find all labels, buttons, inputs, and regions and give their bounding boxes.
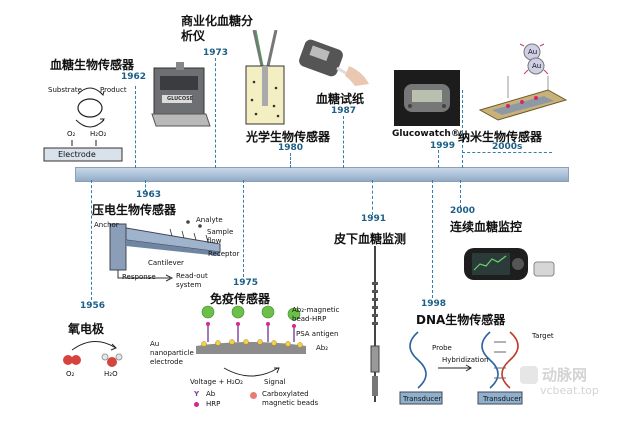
- cgm-device-image: [464, 248, 555, 280]
- immuno-legend-ab-icon: Y: [194, 390, 200, 398]
- year-1963: 1963: [136, 190, 162, 200]
- label-immuno-sensor: 免疫传感器: [210, 292, 271, 306]
- electrode-substrate-label: Substrate: [48, 86, 82, 94]
- glucowatch-image: [394, 70, 460, 126]
- glucose-meter-image: [299, 39, 369, 86]
- year-1980: 1980: [278, 143, 304, 153]
- connector-2000s: [462, 90, 463, 168]
- label-subcutaneous-glucose: 皮下血糖监测: [334, 232, 407, 246]
- label-optical-biosensor: 光学生物传感器: [246, 130, 331, 144]
- immunosensor-diagram: [196, 305, 306, 354]
- glucose-analyzer-image: [151, 62, 211, 127]
- connector-2000s-range: [462, 152, 552, 153]
- connector-1963: [145, 180, 146, 192]
- timeline-bar: [75, 167, 569, 182]
- year-1973: 1973: [203, 48, 229, 58]
- connector-1962: [135, 86, 136, 168]
- immuno-legend-hrp-label: HRP: [206, 400, 221, 408]
- connector-1973: [215, 58, 216, 168]
- dna-hybridization-label: Hybridization: [442, 356, 489, 364]
- subcutaneous-sensor-image: [370, 246, 380, 402]
- connector-2000: [460, 180, 461, 208]
- piezo-cantilever-diagram: [109, 220, 221, 282]
- dna-transducer-label-2: Transducer: [483, 395, 522, 403]
- dna-biosensor-diagram: [399, 331, 523, 405]
- electrode-label: Electrode: [58, 150, 96, 159]
- immuno-legend-hrp-icon: [194, 402, 199, 407]
- optical-biosensor-image: [245, 30, 285, 125]
- label-oxygen-electrode: 氧电极: [68, 322, 105, 336]
- year-2000: 2000: [450, 206, 476, 216]
- oxygen-h2o-label: H₂O: [104, 370, 118, 378]
- label-commercial-glucose-analyzer: 商业化血糖分析仪: [181, 14, 254, 43]
- label-glucowatch: Glucowatch®: [392, 129, 460, 139]
- immuno-psa-label: PSA antigen: [296, 330, 339, 338]
- connector-1975: [243, 180, 244, 277]
- connector-1999: [438, 150, 439, 168]
- year-1975: 1975: [233, 278, 259, 288]
- nano-au-label-1: Au: [528, 48, 538, 56]
- immuno-ab2-label: Ab₂: [316, 344, 329, 352]
- oxygen-o2-label: O₂: [66, 370, 75, 378]
- label-glucose-test-strip: 血糖试纸: [316, 92, 365, 106]
- electrode-o2-label: O₂: [67, 130, 76, 138]
- piezo-anchor-label: Anchor: [94, 221, 119, 229]
- connector-1987: [343, 116, 344, 168]
- electrode-diagram: [43, 87, 123, 162]
- immuno-legend-bead-label: Carboxylated magnetic beads: [262, 390, 319, 407]
- immuno-ab2-bead-label: Ab₂-magnetic bead-HRP: [292, 306, 340, 323]
- year-1991: 1991: [361, 214, 387, 224]
- immuno-signal-label: Signal: [264, 378, 286, 386]
- piezo-receptor-label: Receptor: [208, 250, 240, 258]
- watermark-cn: 动脉网: [542, 366, 588, 384]
- immuno-voltage-label: Voltage + H₂O₂: [190, 378, 243, 386]
- year-1962: 1962: [121, 72, 147, 82]
- dna-target-label: Target: [532, 332, 554, 340]
- year-2000s: 2000s: [492, 142, 523, 152]
- analyzer-brand-label: GLUCOSE: [167, 96, 194, 102]
- label-piezo-biosensor: 压电生物传感器: [92, 203, 177, 217]
- connector-1956: [91, 180, 92, 300]
- label-dna-biosensor: DNA生物传感器: [416, 313, 506, 327]
- oxygen-molecules-diagram: [63, 341, 123, 367]
- piezo-sample-flow-label: Sample flow: [207, 228, 234, 245]
- year-1987: 1987: [331, 106, 357, 116]
- connector-1991: [372, 180, 373, 215]
- nano-au-label-2: Au: [532, 62, 542, 70]
- piezo-readout-label: Read-out system: [176, 272, 208, 289]
- watermark-logo: [520, 366, 538, 384]
- immuno-legend-bead-icon: [250, 392, 257, 399]
- immuno-au-electrode-label: Au nanoparticle electrode: [150, 340, 194, 366]
- piezo-cantilever-label: Cantilever: [148, 259, 184, 267]
- year-1998: 1998: [421, 299, 447, 309]
- dna-probe-label: Probe: [432, 344, 452, 352]
- label-nano-biosensor: 纳米生物传感器: [458, 130, 543, 144]
- piezo-response-label: Response: [122, 273, 156, 281]
- nano-biosensor-image: [478, 43, 568, 121]
- electrode-product-label: Product: [100, 86, 127, 94]
- year-1956: 1956: [80, 301, 106, 311]
- piezo-analyte-label: Analyte: [196, 216, 223, 224]
- immuno-legend-ab-label: Ab: [206, 390, 216, 398]
- watermark-en: vcbeat.top: [540, 384, 599, 397]
- connector-1998: [432, 180, 433, 298]
- electrode-h2o2-label: H₂O₂: [90, 130, 107, 138]
- connector-1980: [290, 153, 291, 168]
- year-1999: 1999: [430, 141, 456, 151]
- dna-transducer-label-1: Transducer: [403, 395, 442, 403]
- immuno-arrows: [223, 367, 280, 377]
- label-blood-glucose-biosensor: 血糖生物传感器: [50, 58, 135, 72]
- label-continuous-glucose: 连续血糖监控: [450, 220, 523, 234]
